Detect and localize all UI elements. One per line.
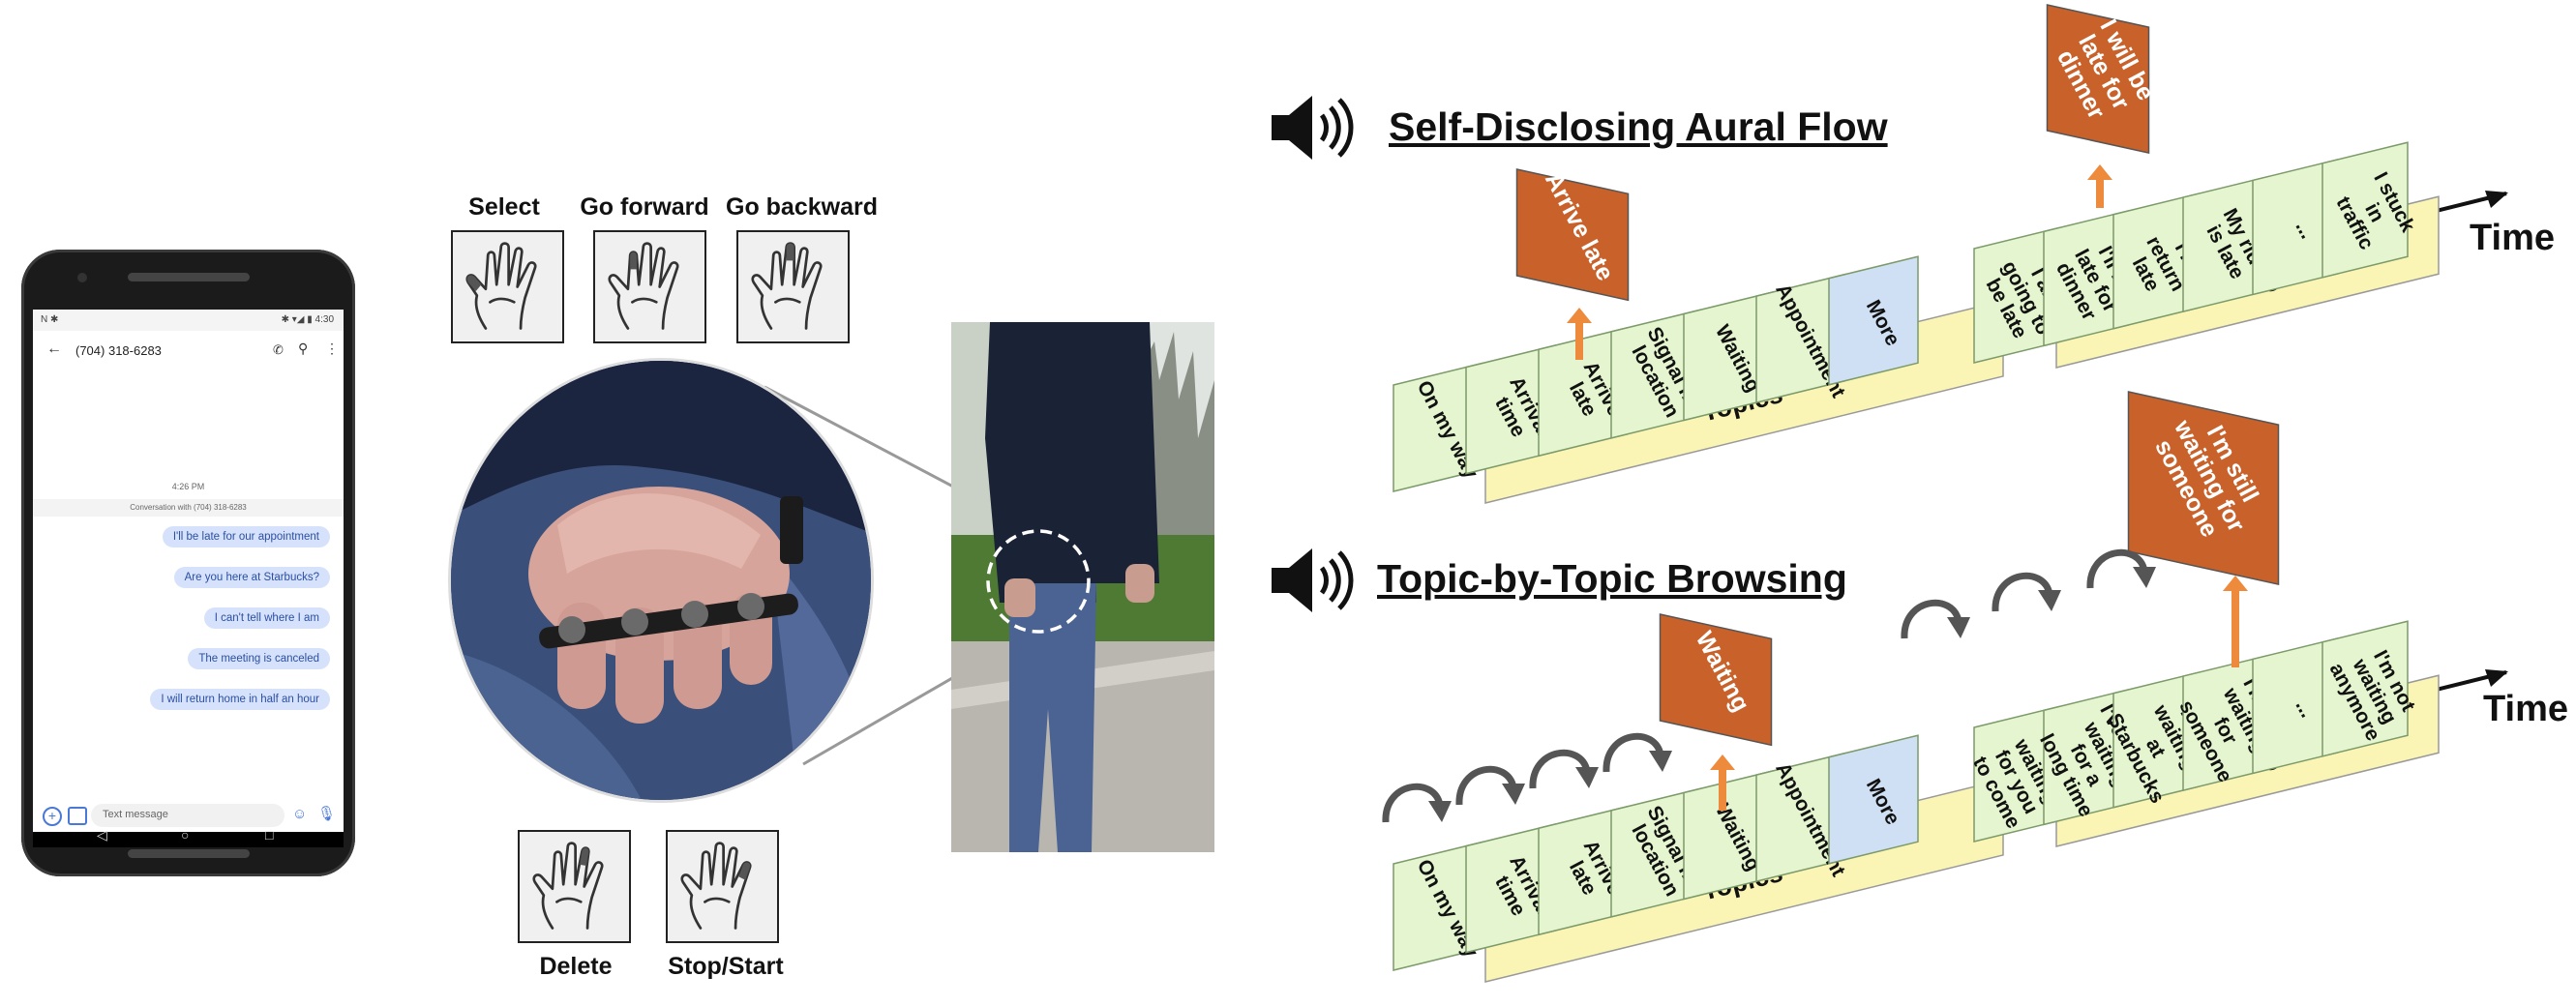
flow2-message-popup <box>2127 391 2280 586</box>
flow1-timeline-head <box>2485 191 2508 208</box>
nav-home-icon[interactable]: ○ <box>181 827 190 843</box>
flow2-topic-skip-arrow-head <box>1649 751 1672 772</box>
message-bubble[interactable]: I will return home in half an hour <box>150 689 330 710</box>
nav-back-icon[interactable]: ◁ <box>97 827 107 843</box>
message-input-placeholder: Text message <box>103 809 168 820</box>
status-bar: N ✱ ✱ ▾◢ ▮ 4:30 <box>33 310 344 331</box>
flow2-topic-skip-arrow <box>1603 732 1664 773</box>
flow1-time-label: Time <box>2470 218 2555 258</box>
flow1-title: Self-Disclosing Aural Flow <box>1389 104 1888 149</box>
smartphone: N ✱ ✱ ▾◢ ▮ 4:30 ← (704) 318-6283 ✆ ⚲ ⋮ 4… <box>21 250 355 876</box>
bottom-speaker <box>128 849 250 858</box>
flow2-message-skip-arrow-head <box>2133 567 2156 588</box>
flow2-topic-skip-arrow-head <box>1575 767 1599 788</box>
hand-gesture-delete-icon <box>518 830 631 943</box>
flow2-message-skip-arrow-head <box>2038 590 2061 611</box>
hand-gesture-backward-icon <box>736 230 850 343</box>
gallery-icon[interactable] <box>68 807 87 825</box>
gesture-label-stopstart: Stop/Start <box>668 953 784 980</box>
flow2-topic-popup <box>1659 613 1773 747</box>
status-left: N ✱ <box>41 314 59 325</box>
flow2-topic-skip-arrow-head <box>1428 801 1452 822</box>
speaker-icon <box>1272 548 1354 612</box>
phone-screen: N ✱ ✱ ▾◢ ▮ 4:30 ← (704) 318-6283 ✆ ⚲ ⋮ 4… <box>33 310 344 847</box>
earpiece <box>128 273 250 281</box>
flow2-timeline-head <box>2485 669 2508 687</box>
message-bubble[interactable]: Are you here at Starbucks? <box>173 567 330 588</box>
more-options-icon[interactable]: ⋮ <box>325 340 339 356</box>
message-bubble[interactable]: I'll be late for our appointment <box>162 526 330 547</box>
flow2-message-skip-arrow <box>1992 572 2053 612</box>
add-icon[interactable]: + <box>43 807 62 826</box>
hand-gesture-forward-icon <box>593 230 706 343</box>
message-bubble[interactable]: I can't tell where I am <box>203 607 330 629</box>
front-camera <box>77 273 87 282</box>
ring-device-closeup-photo <box>448 358 874 803</box>
flow2-topic-skip-arrow <box>1529 749 1591 789</box>
speaker-icon <box>1272 96 1354 160</box>
gesture-label-backward: Go backward <box>726 193 878 221</box>
flow2-topic-card <box>1828 734 1919 865</box>
flow1-message-arrow-head <box>2087 164 2112 180</box>
flow2-topic-skip-arrow <box>1455 765 1517 806</box>
nav-bar: ◁ ○ □ <box>33 827 344 847</box>
flow1-message-popup <box>2046 4 2150 155</box>
flow1-message-card <box>2321 141 2409 279</box>
flow2-topic-skip-arrow-head <box>1502 784 1525 805</box>
phone-call-icon[interactable]: ✆ <box>273 342 284 357</box>
back-arrow-icon[interactable]: ← <box>46 340 62 357</box>
hand-gesture-stopstart-icon <box>666 830 779 943</box>
message-bubble[interactable]: The meeting is canceled <box>188 648 330 669</box>
hand-gesture-select-icon <box>451 230 564 343</box>
flow2-topic-skip-arrow <box>1382 783 1444 823</box>
flow2-message-skip-arrow <box>2086 548 2148 589</box>
conversation-header: Conversation with (704) 318-6283 <box>33 499 344 517</box>
person-walking-photo <box>951 322 1214 852</box>
app-bar: ← (704) 318-6283 ✆ ⚲ ⋮ <box>33 331 344 373</box>
search-icon[interactable]: ⚲ <box>298 340 309 356</box>
flow1-topic-card <box>1828 255 1919 386</box>
flow2-message-card <box>2321 620 2409 757</box>
gesture-label-select: Select <box>468 193 540 221</box>
flow2-title: Topic-by-Topic Browsing <box>1377 556 1847 601</box>
message-input[interactable]: Text message <box>91 804 285 827</box>
emoji-icon[interactable]: ☺ <box>292 806 308 822</box>
status-right: ✱ ▾◢ ▮ 4:30 <box>281 314 334 325</box>
flow2-time-label: Time <box>2483 689 2568 729</box>
flow1-topic-arrow-head <box>1567 308 1592 323</box>
compose-bar: + Text message ☺ 🎙 <box>33 799 344 832</box>
message-time: 4:26 PM <box>171 482 205 491</box>
microphone-icon[interactable]: 🎙 <box>317 806 337 822</box>
gesture-label-delete: Delete <box>539 953 613 980</box>
flow2-topic-arrow-head <box>1710 754 1735 770</box>
flow2-message-arrow-head <box>2223 576 2248 591</box>
gesture-label-forward: Go forward <box>580 193 709 221</box>
flow2-message-skip-arrow-head <box>1947 617 1970 638</box>
nav-recents-icon[interactable]: □ <box>265 827 274 843</box>
flow1-topic-popup <box>1515 168 1630 302</box>
flow2-message-skip-arrow <box>1901 599 1962 639</box>
contact-title: (704) 318-6283 <box>75 343 162 358</box>
